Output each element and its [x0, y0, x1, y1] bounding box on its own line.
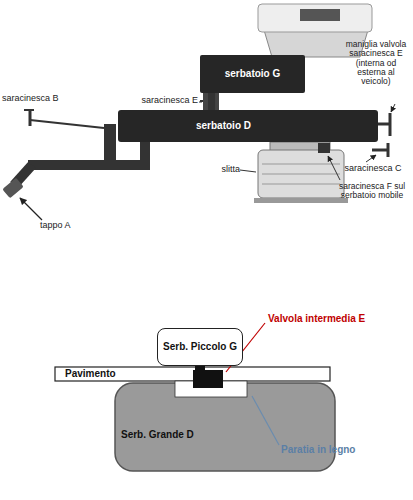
- node-text: serbatoio D: [196, 120, 251, 132]
- mobile-tank: [240, 142, 348, 203]
- handle-c: [366, 143, 388, 162]
- part-label: slitta: [208, 165, 240, 175]
- part-label: saracinesca C: [340, 164, 406, 174]
- tank-box: serbatoio G: [200, 55, 305, 93]
- node-text: Serb. Grande D: [121, 429, 194, 441]
- part-label: Valvola intermedia E: [268, 313, 404, 324]
- node-text: Serb. Piccolo G: [163, 341, 237, 353]
- part-label: saracinesca F sul serbatoio mobile: [334, 182, 410, 201]
- part-label: saracinesca E: [140, 96, 198, 106]
- leader-line: [199, 102, 202, 103]
- part-label: Paratia in legno: [281, 444, 401, 455]
- tank-box: serbatoio D: [118, 110, 378, 142]
- valve-e: [200, 93, 219, 110]
- node-text: Pavimento: [65, 368, 116, 380]
- node-text: serbatoio G: [225, 68, 281, 80]
- part-label: maniglia valvola saracinesca E (interna …: [342, 40, 410, 87]
- pipe-connector: [208, 93, 215, 110]
- tank-box: Serb. Piccolo G: [157, 328, 243, 366]
- pipe-connector: [195, 366, 205, 383]
- floor-band: Pavimento: [55, 367, 175, 381]
- part-label: tappo A: [40, 221, 90, 231]
- handle-e: [378, 104, 395, 136]
- part-label: saracinesca B: [2, 94, 64, 104]
- tank-box: Serb. Grande D: [115, 383, 335, 471]
